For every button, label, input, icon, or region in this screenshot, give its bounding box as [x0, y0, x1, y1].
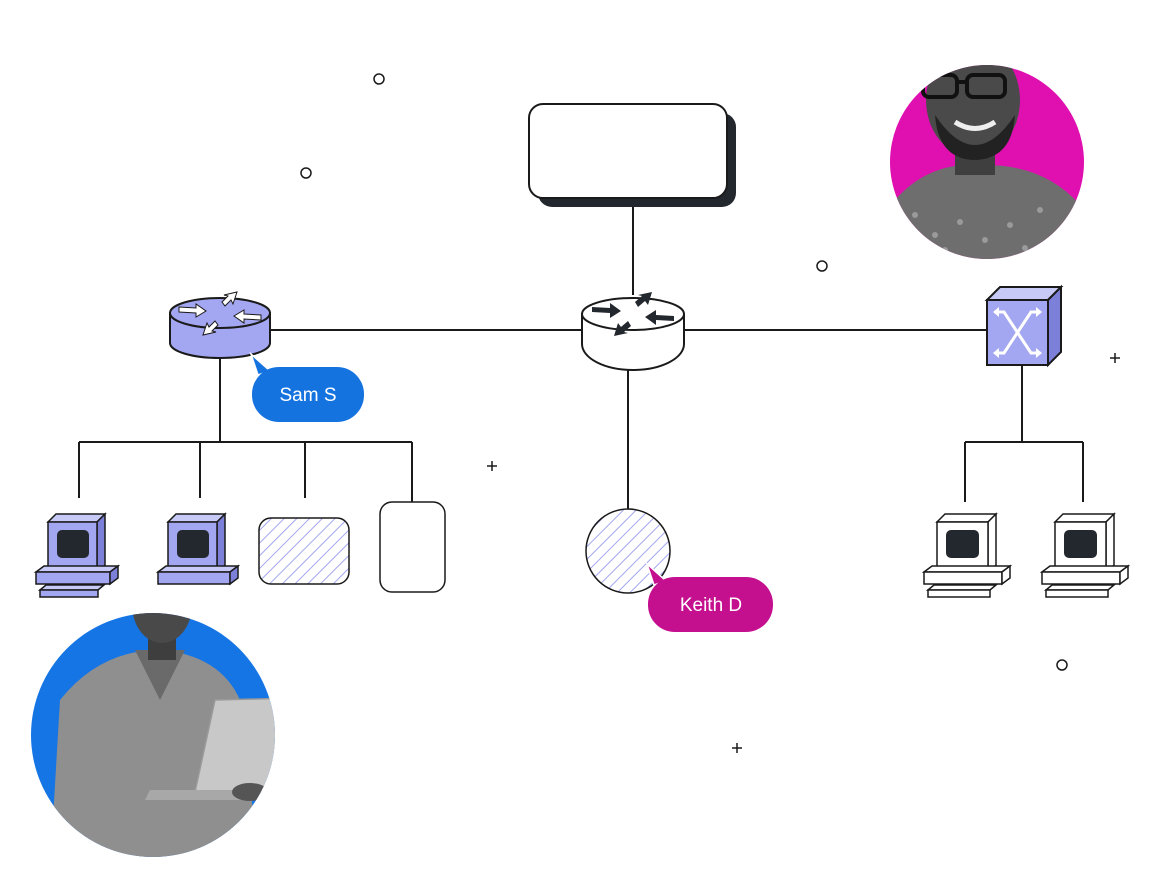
collaborator-cursor-keith: Keith D: [645, 561, 773, 632]
collaborator-tag: [648, 577, 773, 632]
desktop-computer-icon[interactable]: [155, 512, 241, 586]
connector-lines: [78, 198, 1084, 510]
user-avatar: [31, 613, 275, 857]
server-box[interactable]: [528, 103, 736, 207]
switch-icon[interactable]: [984, 284, 1064, 368]
placeholder-device[interactable]: [258, 517, 350, 585]
router-icon[interactable]: [169, 291, 271, 359]
decor-circles: [300, 73, 1068, 671]
decor-plus-marks: [487, 353, 1120, 753]
collaborator-tag: [252, 367, 364, 422]
placeholder-device[interactable]: [379, 501, 446, 593]
desktop-computer-icon[interactable]: [1039, 512, 1131, 598]
collaborator-name: Keith D: [680, 595, 742, 616]
collaborator-cursor-sam: Sam S: [249, 351, 364, 422]
desktop-computer-icon[interactable]: [33, 512, 121, 598]
user-avatar: [890, 65, 1084, 259]
collaborator-name: Sam S: [279, 385, 336, 406]
desktop-computer-icon[interactable]: [921, 512, 1013, 598]
router-icon[interactable]: [581, 292, 685, 371]
